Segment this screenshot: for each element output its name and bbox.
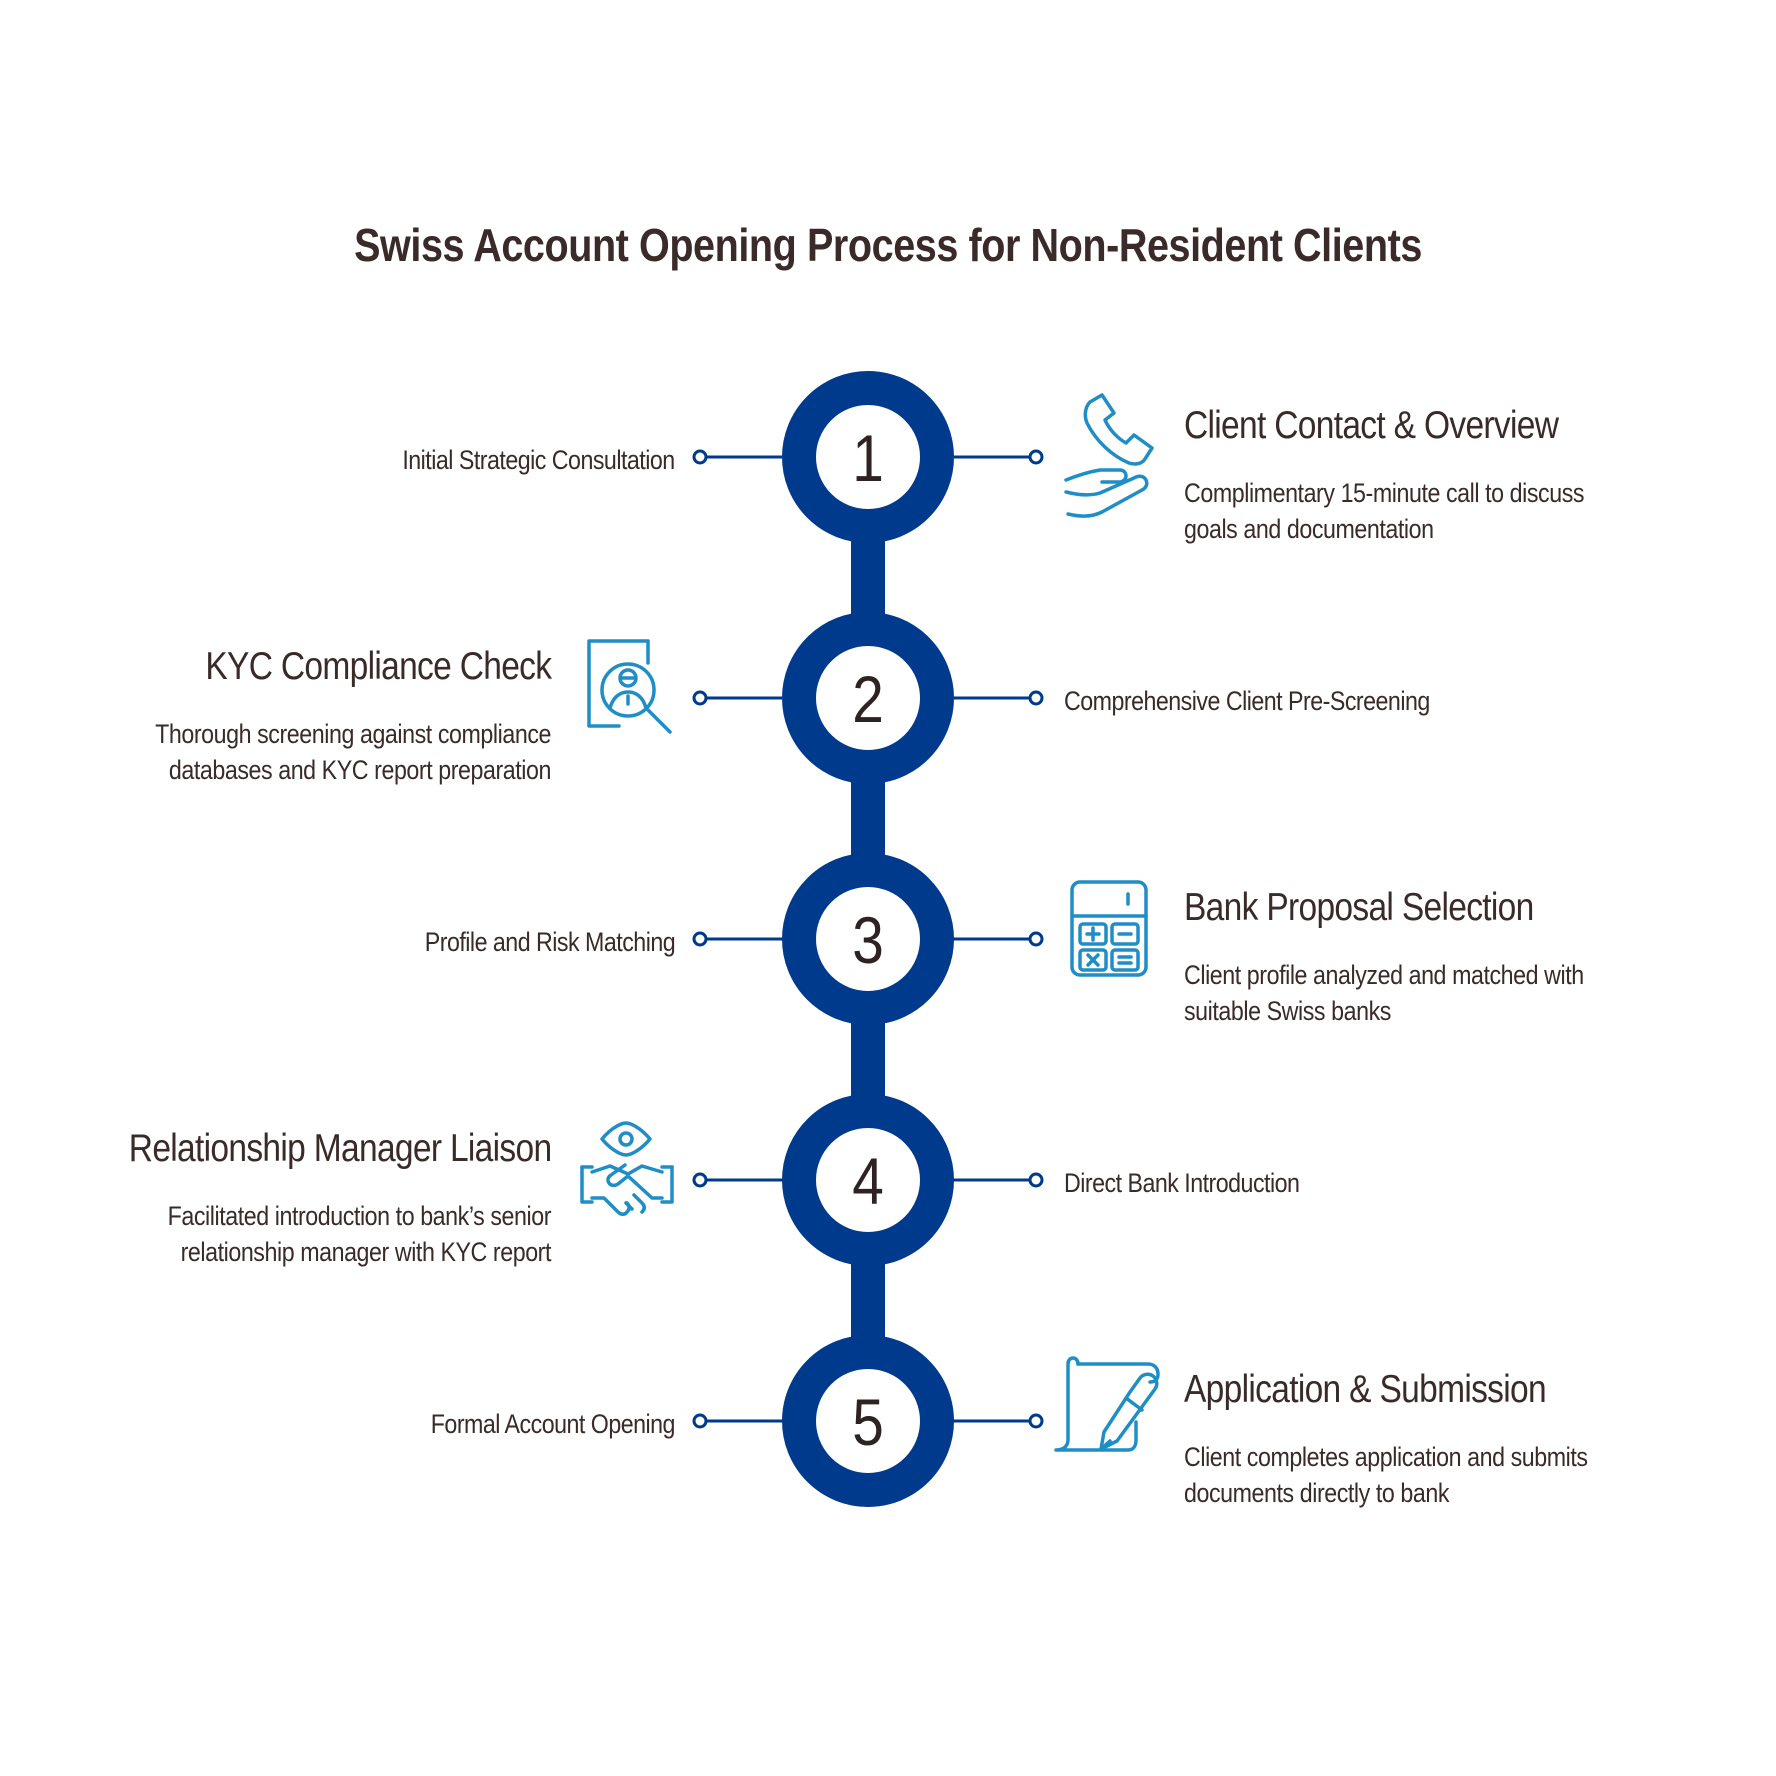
phone-hand-icon [1064,393,1154,518]
document-search-icon [587,639,672,734]
step-5-heading: Application & Submission [1184,1368,1547,1411]
step-1-number: 1 [852,422,884,496]
spine-segment [851,1020,885,1102]
step-1-node [692,371,1044,543]
step-3-description: Client profile analyzed and matched with… [1184,960,1584,1026]
step-5-phase: Formal Account Opening [430,1409,676,1439]
step-1-heading: Client Contact & Overview [1184,404,1559,447]
pen-document-icon [1054,1356,1160,1452]
handshake-eye-icon [580,1121,674,1216]
step-3-node [692,853,1044,1025]
step-4-phase: Direct Bank Introduction [1064,1168,1300,1198]
step-3-heading: Bank Proposal Selection [1184,886,1534,929]
step-2-number: 2 [852,663,884,737]
step-2-phase: Comprehensive Client Pre-Screening [1064,686,1430,716]
spine-segment [851,1260,885,1342]
spine-segment [851,540,885,622]
step-4-number: 4 [852,1145,884,1219]
step-4-node [692,1094,1044,1266]
step-2-heading: KYC Compliance Check [204,645,552,688]
step-1-phase: Initial Strategic Consultation [402,445,676,475]
timeline-spine [851,540,885,1342]
step-1-description: Complimentary 15-minute call to discuss … [1184,478,1585,544]
step-5-node [692,1335,1044,1507]
calculator-icon [1070,880,1148,977]
spine-segment [851,780,885,862]
step-4-description: Facilitated introduction to bank’s senio… [167,1201,552,1267]
step-5-number: 5 [852,1386,884,1460]
step-2-description: Thorough screening against compliance da… [155,719,552,785]
step-3-phase: Profile and Risk Matching [424,927,676,957]
step-2-node [692,612,1044,784]
step-5-description: Client completes application and submits… [1184,1442,1588,1508]
step-4-heading: Relationship Manager Liaison [128,1127,551,1170]
page-title: Swiss Account Opening Process for Non-Re… [354,219,1422,271]
step-3-number: 3 [852,904,884,978]
